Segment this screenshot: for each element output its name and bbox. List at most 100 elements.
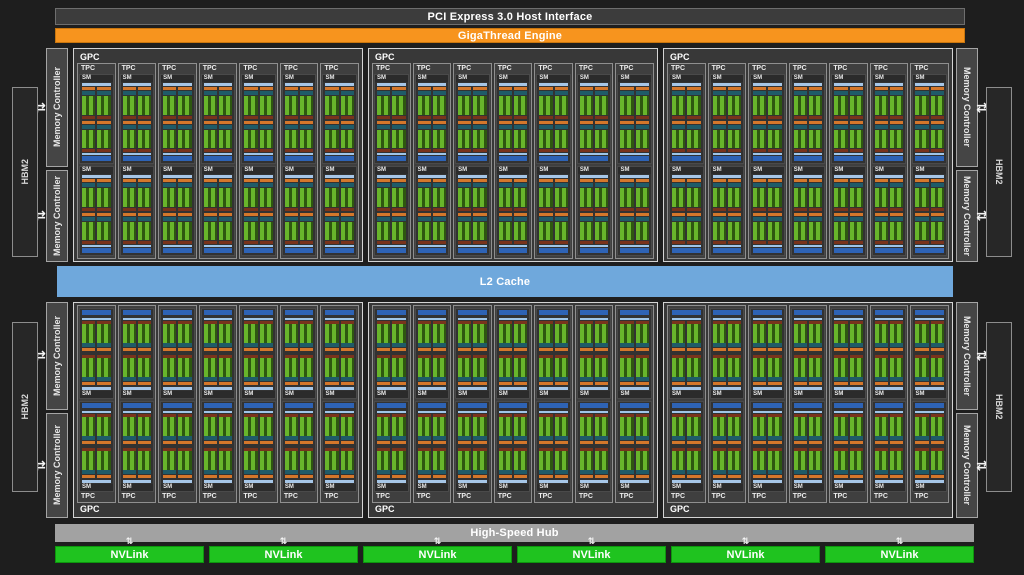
warp-scheduler-bar: [672, 441, 686, 444]
register-file-bar: [178, 216, 192, 221]
register-file-bar: [635, 470, 650, 474]
register-file-bar: [82, 183, 96, 187]
warp-scheduler-bar: [300, 441, 314, 444]
sm-column: [300, 320, 314, 386]
sm-label: SM: [242, 75, 275, 82]
register-file-bar: [203, 91, 218, 95]
sm-label: SM: [375, 391, 408, 398]
register-file-bar: [635, 91, 650, 95]
shared-memory-bar: [753, 245, 782, 247]
sm-label: SM: [537, 484, 570, 491]
gpc-label: GPC: [80, 504, 100, 514]
core-block: [392, 129, 406, 148]
core-block: [915, 358, 929, 377]
sm-processing-block: [687, 413, 701, 445]
shared-memory-bar: [579, 153, 609, 155]
sm-processing-block: [432, 413, 447, 445]
l1-cache-bar: [244, 480, 273, 483]
warp-scheduler-bar: [219, 212, 233, 216]
shared-memory-bar: [620, 153, 650, 155]
tex-bar: [163, 156, 192, 161]
load-store-bar: [727, 448, 742, 451]
l1-cache-bar: [672, 480, 701, 483]
sm-box: SM: [831, 166, 866, 256]
load-store-bar: [137, 355, 152, 358]
sm-column: [498, 87, 513, 152]
sm-processing-block: [514, 354, 528, 386]
register-file-bar: [712, 124, 726, 129]
core-block: [432, 96, 447, 115]
tpc-label: TPC: [833, 65, 848, 72]
warp-scheduler-bar: [259, 475, 273, 478]
warp-scheduler-bar: [325, 179, 339, 182]
core-block: [163, 96, 177, 115]
sm-box: SM: [495, 401, 531, 492]
sm-processing-block: [809, 447, 823, 479]
core-block: [219, 451, 233, 470]
sm-column: [874, 413, 889, 479]
sm-box: SM: [455, 308, 490, 399]
sm-processing-block: [635, 447, 650, 479]
tex-bar: [539, 248, 568, 253]
sm-processing-block: [514, 447, 528, 479]
core-block: [284, 188, 299, 207]
load-store-bar: [417, 115, 431, 119]
warp-scheduler-bar: [753, 348, 767, 351]
sm-box: SM: [374, 166, 409, 256]
core-block: [753, 358, 767, 377]
warp-scheduler-bar: [793, 475, 808, 478]
shared-memory-bar: [325, 318, 355, 320]
warp-scheduler-bar: [768, 382, 782, 385]
register-file-bar: [514, 436, 528, 440]
warp-scheduler-bar: [97, 179, 111, 182]
sm-core-grid: [832, 179, 865, 244]
load-store-bar: [595, 355, 609, 358]
load-store-bar: [392, 414, 406, 417]
l1-cache-bar: [793, 83, 823, 86]
sm-box: SM: [119, 74, 155, 164]
sm-column: [727, 413, 742, 479]
register-file-bar: [340, 216, 355, 221]
load-store-bar: [244, 414, 258, 417]
warp-scheduler-bar: [890, 87, 904, 90]
load-store-bar: [753, 115, 767, 119]
register-file-bar: [203, 470, 218, 474]
register-file-bar: [554, 216, 568, 221]
sm-processing-block: [514, 87, 528, 119]
shared-memory-bar: [753, 318, 782, 320]
register-file-bar: [579, 91, 594, 95]
warp-scheduler-bar: [712, 87, 726, 90]
load-store-bar: [473, 414, 487, 417]
warp-scheduler-bar: [498, 120, 513, 124]
load-store-bar: [595, 321, 609, 324]
sm-processing-block: [178, 120, 192, 152]
sm-column: [82, 87, 96, 152]
sm-label: SM: [670, 75, 703, 82]
core-block: [163, 188, 177, 207]
warp-scheduler-bar: [834, 179, 848, 182]
sm-processing-block: [122, 413, 136, 445]
load-store-bar: [687, 241, 701, 244]
sm-processing-block: [417, 354, 431, 386]
warp-scheduler-bar: [930, 441, 945, 444]
l1-cache-bar: [458, 480, 487, 483]
load-store-bar: [620, 321, 634, 324]
sm-core-grid: [121, 320, 154, 386]
sm-label: SM: [161, 484, 194, 491]
register-file-bar: [458, 124, 472, 129]
load-store-bar: [712, 448, 726, 451]
load-store-bar: [178, 207, 192, 211]
warp-scheduler-bar: [244, 348, 258, 351]
sm-column: [834, 179, 848, 244]
sm-label: SM: [120, 484, 154, 491]
shared-memory-bar: [579, 411, 609, 413]
sm-core-grid: [711, 87, 744, 152]
core-block: [284, 358, 299, 377]
sm-processing-block: [753, 212, 767, 244]
sm-processing-block: [163, 354, 177, 386]
sm-column: [163, 87, 177, 152]
load-store-bar: [392, 355, 406, 358]
core-block: [163, 358, 177, 377]
